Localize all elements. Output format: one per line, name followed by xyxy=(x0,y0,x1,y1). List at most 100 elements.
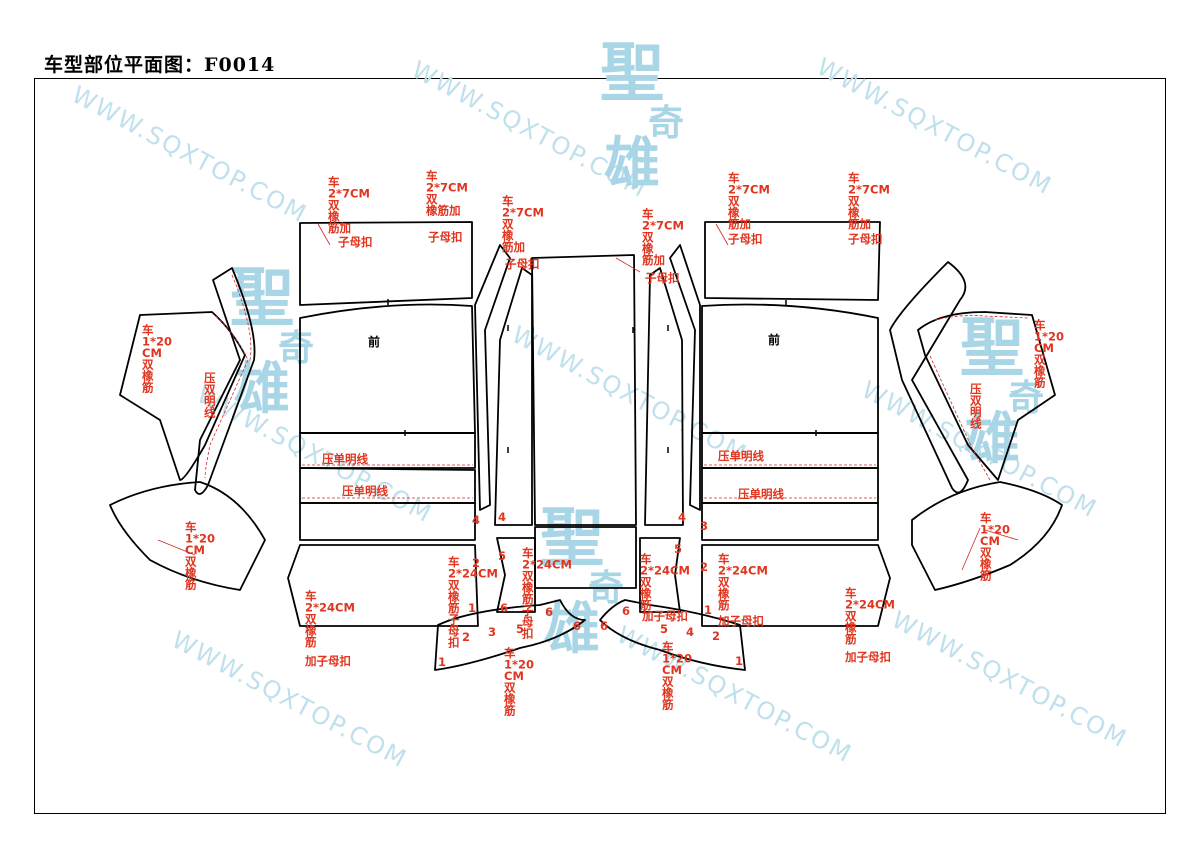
piece-number: 4 xyxy=(686,625,694,639)
annotation-line: 2*24CM xyxy=(522,558,572,572)
annotation-line: 子 xyxy=(448,613,460,627)
piece-number: 1 xyxy=(468,601,476,615)
annotation-line: 筋加 xyxy=(641,253,665,267)
pattern-piece xyxy=(194,267,256,495)
annotation-line: 车 xyxy=(504,646,516,660)
annotation-line: 筋 xyxy=(979,569,992,583)
annotation-line: 橡 xyxy=(305,624,317,638)
annotation-line: CM xyxy=(185,543,205,557)
annotation-line: 压 xyxy=(970,382,982,396)
piece-number: 5 xyxy=(660,622,668,636)
annotation-line: 2*7CM xyxy=(728,183,770,197)
annotation-line: 筋 xyxy=(447,601,460,615)
annotation-line: 车 xyxy=(848,171,860,185)
annotation-line: 1*20 xyxy=(142,335,172,349)
leader-line xyxy=(615,257,641,273)
pattern-piece xyxy=(119,311,246,481)
pattern-piece xyxy=(917,311,1056,481)
pattern-piece xyxy=(701,502,879,541)
annotation-line: 双 xyxy=(425,192,438,206)
annotation-line: 1*20 xyxy=(185,532,215,546)
piece-number: 5 xyxy=(516,622,524,636)
annotation-line: 橡 xyxy=(642,242,654,256)
drawing-frame xyxy=(34,78,1166,814)
annotation-line: 扣 xyxy=(522,627,534,641)
annotation-line: 车 xyxy=(328,175,340,189)
annotation-line: 2*7CM xyxy=(328,187,370,201)
piece-number: 2 xyxy=(462,630,470,644)
annotation-line: 筋 xyxy=(141,381,154,395)
annotation-line: CM xyxy=(980,534,1000,548)
annotation-line: 明 xyxy=(970,405,982,419)
pattern-piece xyxy=(639,537,681,613)
annotation-line: 筋 xyxy=(184,578,197,592)
annotation-line: 双 xyxy=(979,546,992,560)
leader-line xyxy=(715,223,729,246)
annotation-line: 子母扣 xyxy=(728,232,763,246)
watermark-logo-main: 聖 xyxy=(230,261,294,336)
annotation-line: 车 xyxy=(448,555,460,569)
annotation-line: 车 xyxy=(845,586,857,600)
watermark-logo-main: 聖 xyxy=(960,311,1024,386)
pattern-pieces xyxy=(109,221,1063,671)
piece-number: 6 xyxy=(500,601,508,615)
annotation-line: 橡 xyxy=(1034,364,1046,378)
annotation-line: 双 xyxy=(844,609,857,623)
seam-label: 压单明线 xyxy=(342,484,388,498)
annotation-line: 双 xyxy=(184,555,197,569)
annotation-line: 车 xyxy=(662,640,674,654)
seam-line xyxy=(231,274,252,361)
annotation-line: 双 xyxy=(1033,353,1046,367)
piece-number: 5 xyxy=(674,542,682,556)
annotation-line: 双 xyxy=(521,569,534,583)
annotation-line: 筋 xyxy=(661,698,674,712)
annotation-line: 筋加 xyxy=(847,217,871,231)
pattern-piece xyxy=(299,221,473,306)
pattern-piece xyxy=(109,481,266,591)
pattern-piece xyxy=(531,254,637,526)
seam-label: 压单明线 xyxy=(738,487,784,501)
annotation-line: 筋 xyxy=(844,632,857,646)
annotation-line: 加子母扣 xyxy=(717,614,764,628)
piece-number: 6 xyxy=(600,619,608,633)
annotation-line: 双 xyxy=(727,194,740,208)
annotation-line: 车 xyxy=(980,511,992,525)
annotation-line: 橡 xyxy=(185,566,197,580)
annotation-line: 明 xyxy=(204,394,216,408)
piece-number: 6 xyxy=(622,604,630,618)
watermark-url: WWW.SQXTOP.COM xyxy=(887,606,1132,754)
annotation-line: 筋加 xyxy=(727,217,751,231)
annotation-line: 双 xyxy=(501,217,514,231)
annotation-line: 车 xyxy=(502,194,514,208)
annotation-line: 2*7CM xyxy=(848,183,890,197)
piece-number: 1 xyxy=(735,654,743,668)
seam-label: 压单明线 xyxy=(322,452,368,466)
watermark-logo-sub: 奇 xyxy=(648,102,684,144)
annotation-line: 双 xyxy=(847,194,860,208)
piece-number: 4 xyxy=(472,513,480,527)
annotation-line: 车 xyxy=(1034,318,1046,332)
front-label: 前 xyxy=(768,332,780,347)
annotation-line: 车 xyxy=(185,520,197,534)
annotation-line: 2*24CM xyxy=(718,564,768,578)
annotation-line: 子母扣 xyxy=(428,230,463,244)
annotation-line: 筋加 xyxy=(501,240,525,254)
annotation-line: 扣 xyxy=(448,636,460,650)
piece-number: 2 xyxy=(472,556,480,570)
annotation-line: 橡 xyxy=(640,587,652,601)
pattern-piece xyxy=(494,267,533,526)
annotation-line: 子母扣 xyxy=(338,235,373,249)
annotation-line: 2*24CM xyxy=(448,567,498,581)
